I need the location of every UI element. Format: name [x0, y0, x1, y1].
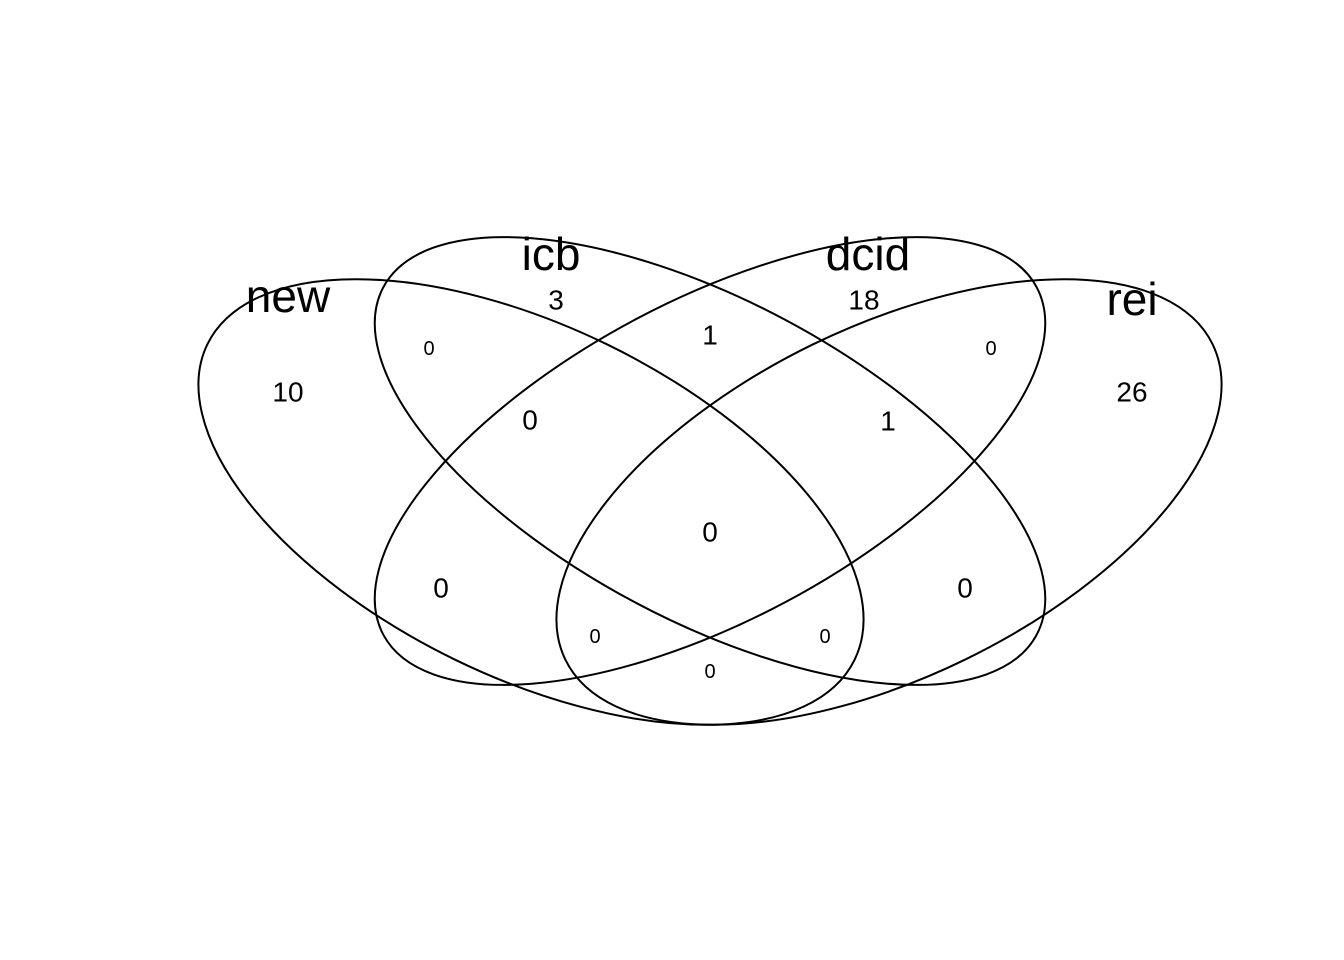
count-new-icb-rei: 0 — [819, 626, 830, 648]
count-new-dcid-rei: 0 — [589, 626, 600, 648]
count-icb-dcid: 1 — [702, 320, 718, 351]
set-new-ellipse — [197, 278, 865, 726]
count-icb-rei: 0 — [957, 573, 973, 604]
set-icb-ellipse — [373, 236, 1047, 686]
count-rei-only: 26 — [1116, 377, 1147, 408]
count-new-icb: 0 — [423, 338, 434, 360]
set-name-icb: icb — [522, 228, 581, 280]
count-dcid-rei: 0 — [985, 338, 996, 360]
count-icb-dcid-rei: 1 — [880, 406, 896, 437]
set-dcid-ellipse — [373, 236, 1047, 686]
count-new-dcid: 0 — [433, 573, 449, 604]
set-name-dcid: dcid — [826, 228, 910, 280]
count-new-rei: 0 — [704, 661, 715, 683]
count-icb-only: 3 — [548, 285, 564, 316]
count-new-only: 10 — [272, 377, 303, 408]
set-name-rei: rei — [1106, 273, 1157, 325]
count-all-four: 0 — [702, 517, 718, 548]
count-new-icb-dcid: 0 — [522, 405, 538, 436]
set-name-new: new — [246, 270, 331, 322]
set-rei-ellipse — [555, 278, 1223, 726]
count-dcid-only: 18 — [848, 285, 879, 316]
